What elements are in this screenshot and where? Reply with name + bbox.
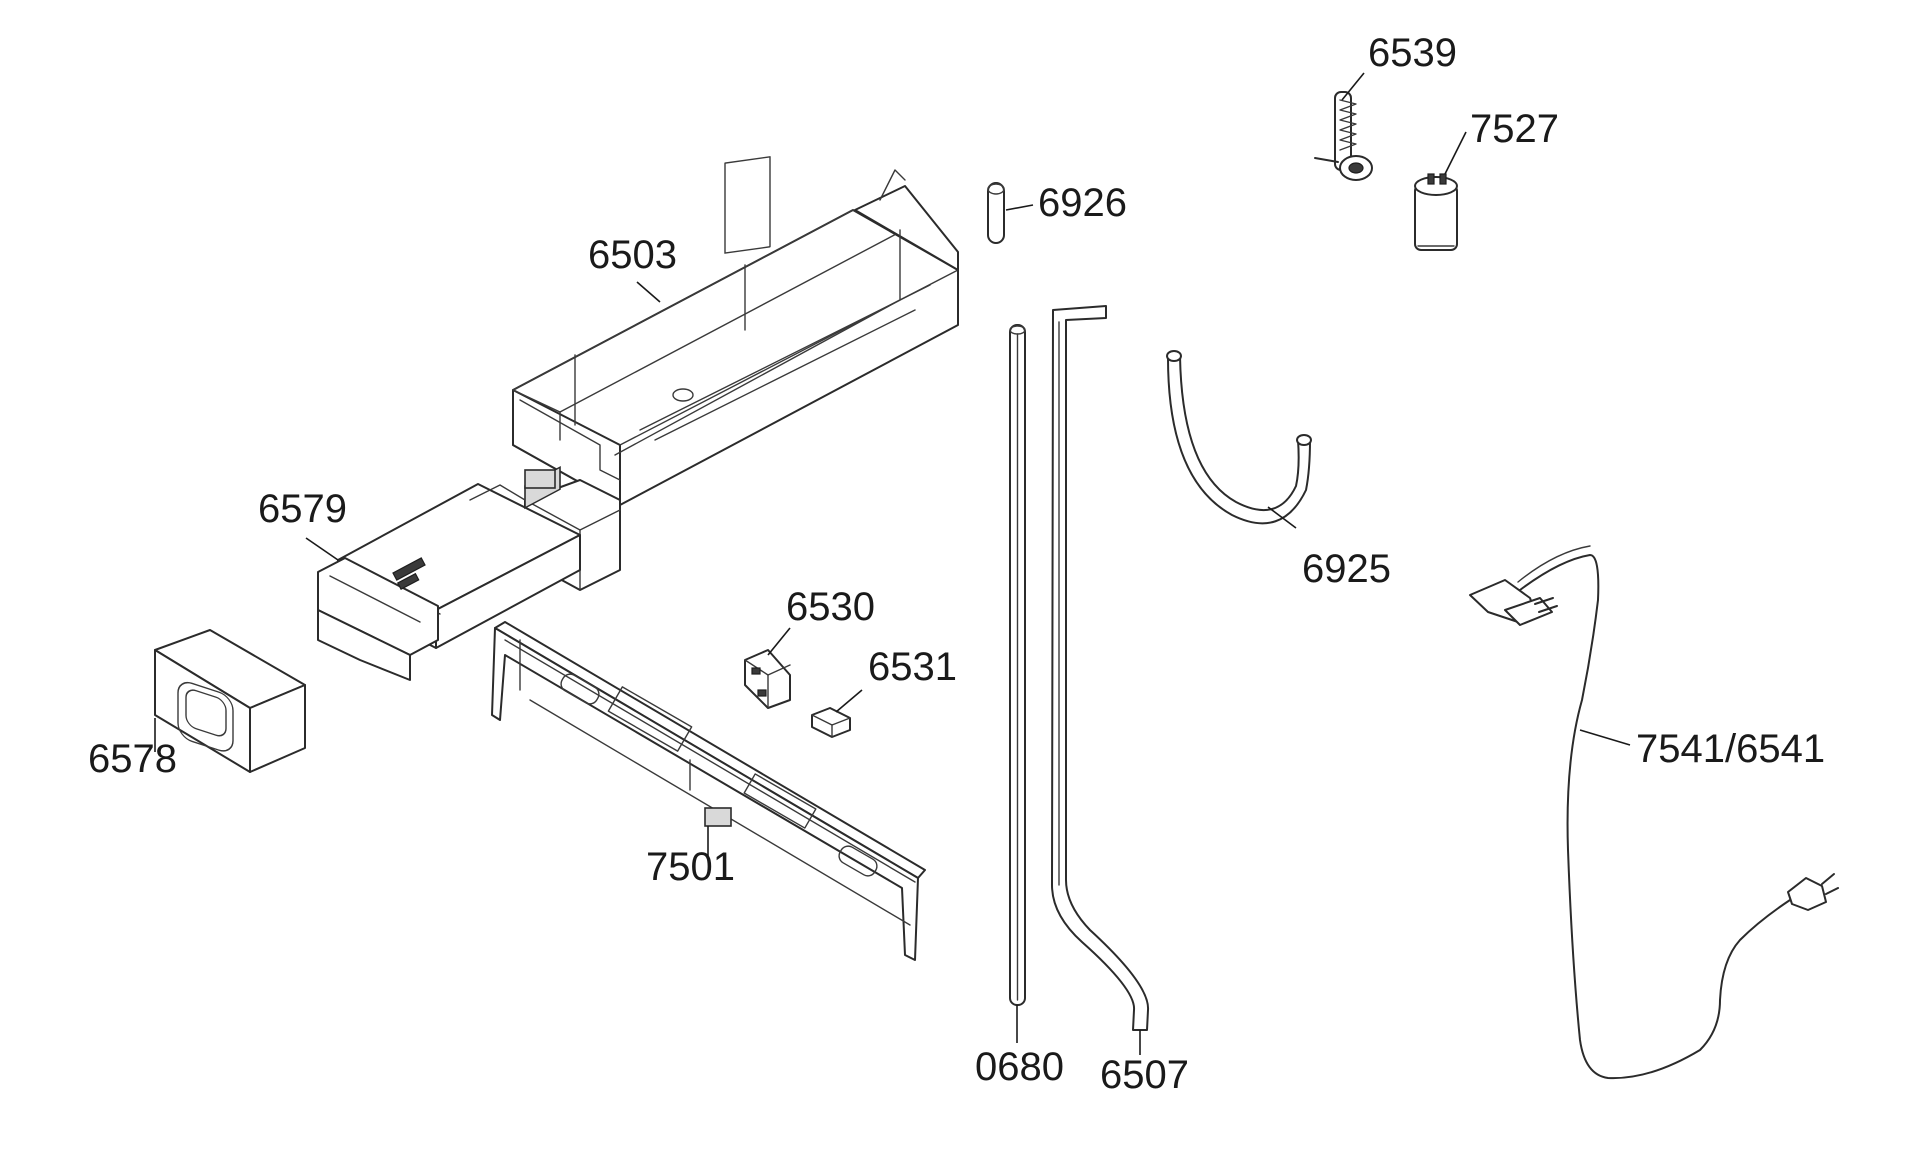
part-label-6579: 6579 <box>258 487 347 531</box>
capacitor-icon <box>1414 173 1458 251</box>
switch-module-icon <box>744 649 791 709</box>
bent-tube-icon <box>1051 305 1150 1031</box>
leader-6926 <box>1005 204 1034 211</box>
part-label-6531: 6531 <box>868 645 957 689</box>
control-panel-frame-icon <box>491 621 926 961</box>
leader-lines <box>154 72 1631 1055</box>
part-label-6530: 6530 <box>786 585 875 629</box>
part-label-6925: 6925 <box>1302 547 1391 591</box>
power-cord-icon <box>1469 545 1839 1080</box>
straight-tube-icon <box>1009 324 1026 1006</box>
part-label-6507: 6507 <box>1100 1053 1189 1097</box>
small-switch-icon <box>811 707 851 738</box>
leader-6503 <box>636 281 661 303</box>
leader-6531 <box>835 689 863 713</box>
leader-7541-6541 <box>1579 729 1631 746</box>
leader-6530 <box>767 627 791 656</box>
part-label-0680: 0680 <box>975 1045 1064 1089</box>
part-label-7541-6541: 7541/6541 <box>1636 727 1825 771</box>
dispenser-drawer-icon <box>317 466 581 681</box>
leader-7527 <box>1444 131 1467 175</box>
short-pin-icon <box>987 182 1005 244</box>
detergent-drawer-housing-icon <box>512 156 959 591</box>
drawer-handle-icon <box>154 629 306 773</box>
curved-hose-icon <box>1166 350 1312 525</box>
part-label-6578: 6578 <box>88 737 177 781</box>
part-label-6926: 6926 <box>1038 181 1127 225</box>
hose-clamp-icon <box>1314 91 1373 181</box>
part-labels: 6539 7527 6926 6503 6579 6578 6530 6531 … <box>88 31 1825 1097</box>
leader-6579 <box>305 537 339 561</box>
part-label-7501: 7501 <box>646 845 735 889</box>
part-label-6503: 6503 <box>588 233 677 277</box>
part-label-7527: 7527 <box>1470 107 1559 151</box>
leader-6539 <box>1341 72 1365 101</box>
leader-6925 <box>1267 506 1297 529</box>
part-label-6539: 6539 <box>1368 31 1457 75</box>
